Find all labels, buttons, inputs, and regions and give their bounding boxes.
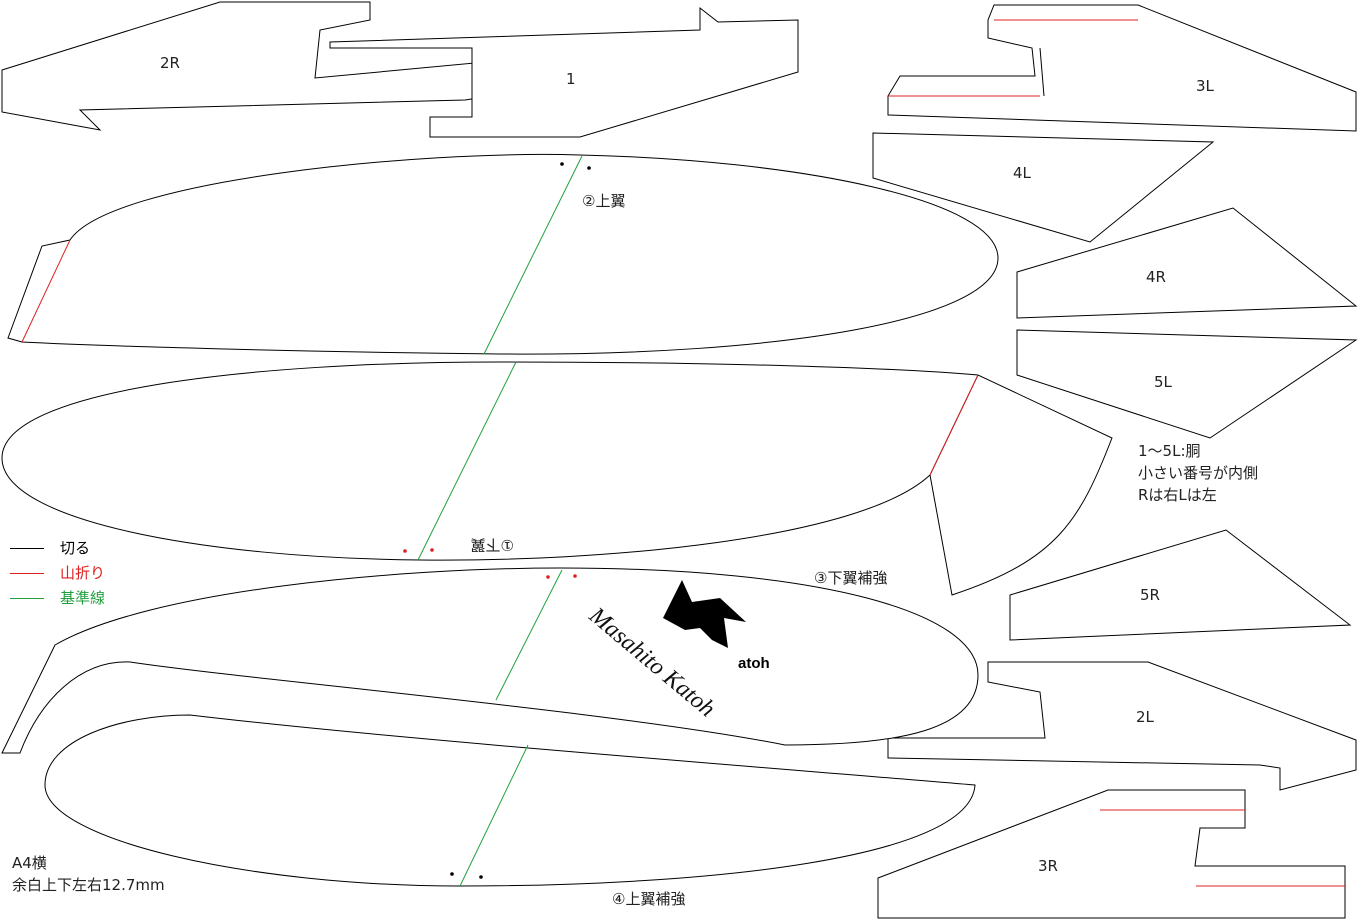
- part-4L-label: 4L: [1013, 164, 1032, 182]
- body-note-line: 1～5L:胴: [1138, 442, 1201, 460]
- upper-wing-label: ②上翼: [582, 192, 625, 210]
- paper-note: A4横 余白上下左右12.7mm: [12, 852, 165, 896]
- part-3R-label: 3R: [1038, 857, 1058, 875]
- upper-wing: [7, 153, 999, 355]
- legend-label: 切る: [60, 539, 91, 557]
- lower-wing-label: ①下翼: [471, 536, 514, 554]
- fold-line: [21, 239, 71, 343]
- upper-wing-reinforcement-label: ④上翼補強: [612, 890, 685, 908]
- part-5R-label: 5R: [1140, 586, 1160, 604]
- part-4R-label: 4R: [1146, 268, 1166, 286]
- legend-item-mountain-fold: 山折り: [10, 561, 105, 586]
- legend-swatch: [10, 598, 44, 599]
- part-2L-label: 2L: [1136, 708, 1155, 726]
- upper-wing-reinforcement: [44, 714, 976, 887]
- reference-line: [459, 744, 529, 887]
- lower-wing-reinforcement-label: ③下翼補強: [814, 569, 887, 587]
- part-3L: [887, 4, 1357, 132]
- reference-line: [495, 569, 563, 701]
- logo-mark-icon: [663, 580, 746, 648]
- part-5L-label: 5L: [1154, 373, 1173, 391]
- part-2R-label: 2R: [160, 54, 180, 72]
- legend-swatch: [10, 548, 44, 549]
- logo-text: atoh: [738, 655, 770, 672]
- part-1: [329, 6, 799, 138]
- paper-note-line: 余白上下左右12.7mm: [12, 876, 165, 894]
- part-2R: [1, 1, 486, 131]
- legend-label: 基準線: [60, 589, 106, 607]
- legend-item-reference: 基準線: [10, 586, 105, 611]
- body-note-line: Rは右Lは左: [1138, 486, 1217, 504]
- body-parts-note: 1～5L:胴 小さい番号が内側 Rは右Lは左: [1138, 440, 1258, 506]
- paper-note-line: A4横: [12, 854, 47, 872]
- legend: 切る 山折り 基準線: [10, 536, 105, 611]
- legend-item-cut: 切る: [10, 536, 105, 561]
- part-4L: [872, 132, 1215, 243]
- part-4R: [1016, 207, 1358, 319]
- part-3L-label: 3L: [1196, 77, 1215, 95]
- part-2L: [887, 661, 1357, 791]
- part-5L: [1016, 329, 1358, 439]
- legend-label: 山折り: [60, 564, 106, 582]
- part-5R: [1009, 529, 1352, 641]
- body-note-line: 小さい番号が内側: [1138, 464, 1259, 482]
- legend-swatch: [10, 573, 44, 574]
- fold-line: [929, 374, 979, 476]
- reference-line: [483, 155, 583, 355]
- lower-wing: [1, 361, 1113, 596]
- reference-line: [417, 361, 517, 561]
- part-1-label: 1: [566, 70, 576, 88]
